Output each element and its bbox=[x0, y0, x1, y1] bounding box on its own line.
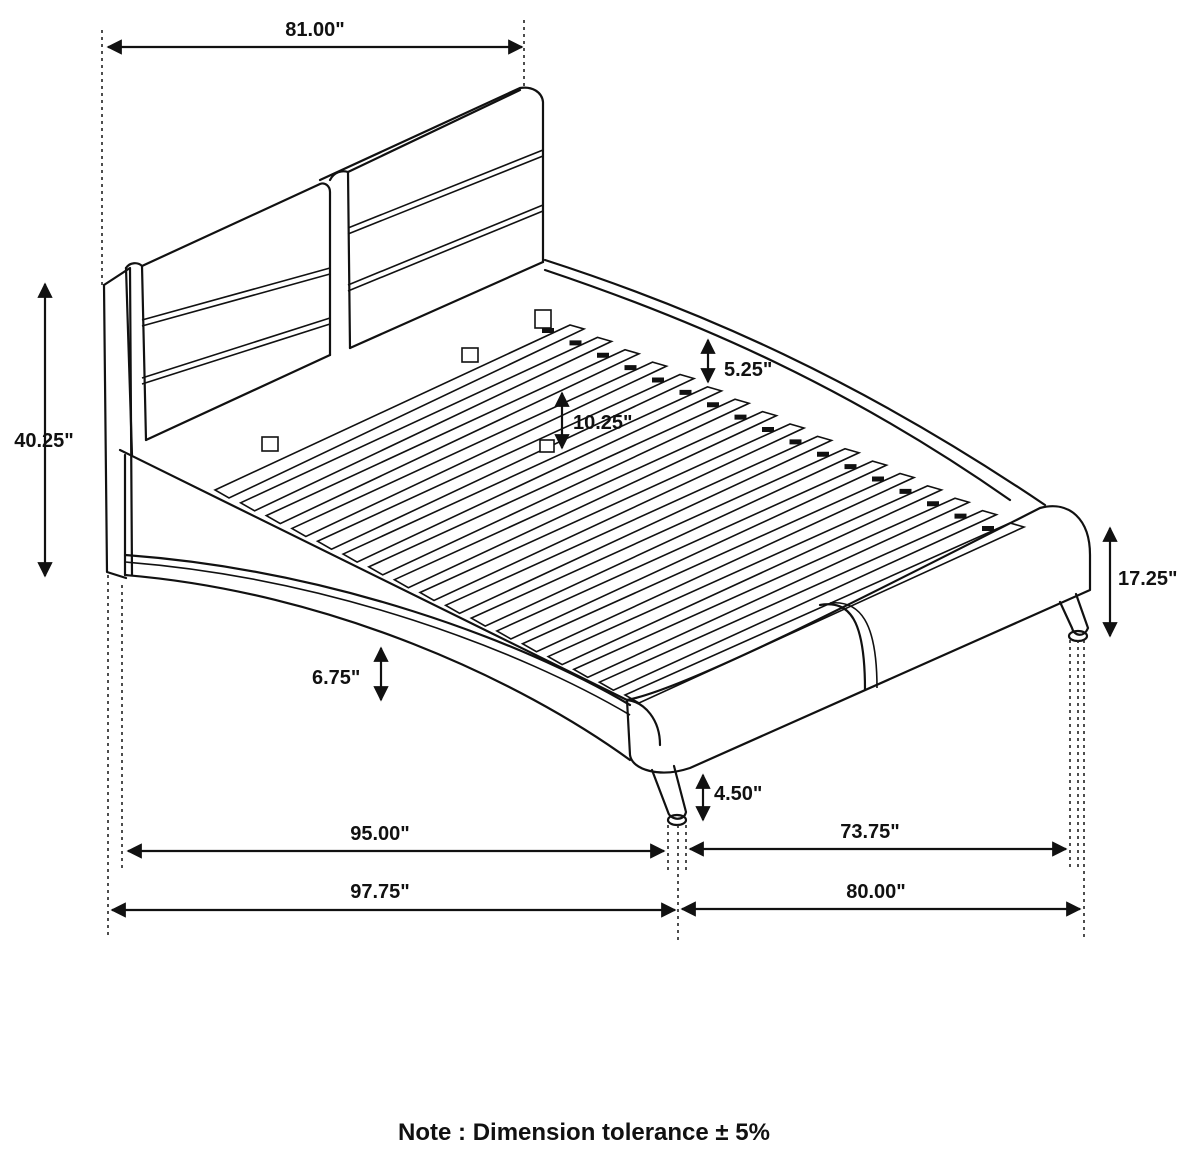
slat bbox=[366, 398, 752, 576]
slat bbox=[469, 447, 862, 628]
slat bbox=[290, 361, 669, 538]
slat bbox=[238, 336, 614, 512]
slat-clip bbox=[597, 352, 609, 358]
slat-clip bbox=[707, 402, 719, 408]
label-center-support: 10.25" bbox=[573, 412, 633, 434]
slat-clip bbox=[872, 476, 884, 482]
slat bbox=[546, 485, 944, 666]
slat-clip bbox=[789, 439, 802, 445]
footboard bbox=[625, 505, 1092, 774]
slat-clip bbox=[542, 328, 554, 333]
slat bbox=[597, 509, 999, 692]
front-side-rail bbox=[118, 448, 632, 762]
slat-clip bbox=[817, 451, 829, 457]
label-leg-height: 4.50" bbox=[714, 783, 762, 805]
back-side-rail bbox=[543, 258, 1047, 507]
slat bbox=[495, 460, 889, 640]
slat bbox=[213, 324, 587, 499]
slat-clip bbox=[899, 488, 912, 494]
label-inner-length: 95.00" bbox=[350, 823, 410, 845]
slat-clip bbox=[624, 365, 637, 371]
label-outer-width: 80.00" bbox=[846, 881, 906, 903]
slat bbox=[392, 410, 779, 589]
slat-clip bbox=[927, 501, 939, 507]
headboard bbox=[102, 86, 545, 580]
slat bbox=[264, 348, 642, 525]
slat bbox=[418, 423, 807, 602]
label-outer-length: 97.75" bbox=[350, 881, 410, 903]
extension-lines bbox=[101, 20, 1085, 940]
label-side-rail-height: 5.25" bbox=[724, 359, 772, 381]
slat-clip bbox=[954, 513, 967, 519]
slat-clip bbox=[652, 377, 664, 383]
slat-clip bbox=[982, 526, 994, 531]
tolerance-note: Note : Dimension tolerance ± 5% bbox=[398, 1119, 770, 1146]
label-headboard-width: 81.00" bbox=[285, 19, 345, 41]
label-inner-width: 73.75" bbox=[840, 821, 900, 843]
slat bbox=[520, 472, 917, 653]
bed-drawing bbox=[102, 86, 1092, 827]
slats bbox=[213, 324, 1027, 704]
slat bbox=[341, 386, 724, 563]
slat bbox=[623, 522, 1027, 704]
slat-clip bbox=[762, 427, 774, 432]
dimension-lines bbox=[37, 39, 1118, 918]
label-headboard-height: 40.25" bbox=[14, 430, 74, 452]
slat-clip bbox=[844, 464, 857, 470]
label-footboard-height: 17.25" bbox=[1118, 568, 1178, 590]
slat bbox=[443, 435, 834, 615]
dimension-labels: 81.00" 40.25" 5.25" 10.25" 17.25" 6.75" … bbox=[14, 19, 1177, 903]
slat-clip bbox=[679, 389, 692, 395]
slat-clip bbox=[734, 414, 747, 420]
center-support bbox=[261, 309, 555, 453]
label-side-curve-drop: 6.75" bbox=[312, 667, 360, 689]
legs bbox=[650, 592, 1090, 827]
slat bbox=[571, 497, 972, 679]
back-side-rail-inner bbox=[543, 268, 1012, 502]
slat-clip bbox=[569, 340, 582, 346]
